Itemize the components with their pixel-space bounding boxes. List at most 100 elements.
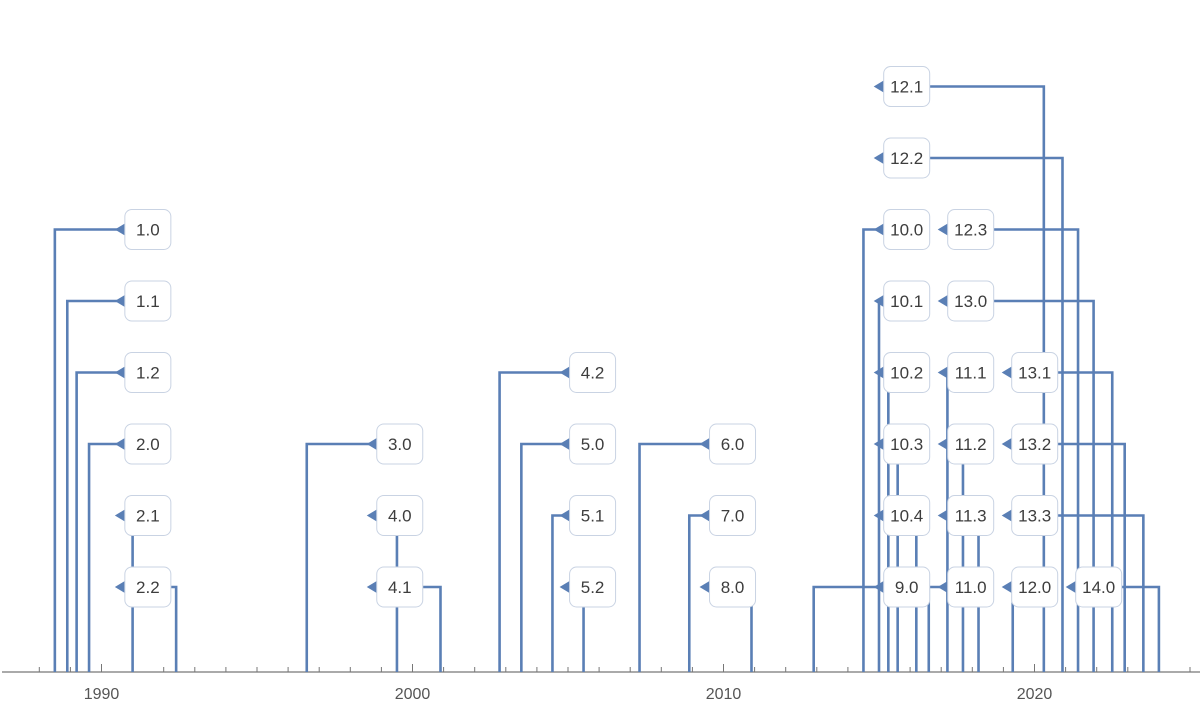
leader-arrow-marker — [559, 581, 570, 593]
event-label-text: 11.3 — [955, 507, 987, 526]
leader-line — [877, 85, 1046, 672]
event-label-text: 1.0 — [136, 221, 160, 240]
event-label-box — [883, 423, 931, 465]
x-tick-label: 1990 — [84, 686, 120, 703]
event-label-box — [569, 495, 617, 536]
leader-arrow-marker — [873, 509, 884, 522]
leader-line — [812, 585, 878, 672]
event-label-text: 3.0 — [388, 435, 412, 454]
event-label-box — [376, 495, 424, 536]
leader-line — [638, 442, 704, 672]
leader-arrow-marker — [937, 295, 948, 307]
leader-arrow-marker — [937, 509, 948, 522]
leader-line — [1005, 442, 1126, 672]
event-label-text: 10.4 — [890, 507, 923, 526]
event-label: 2.0 — [124, 423, 172, 465]
leader-arrow-marker — [873, 80, 884, 93]
leader-arrow-marker — [1001, 366, 1012, 379]
event-label: 13.0 — [947, 280, 995, 322]
event-label-text: 4.2 — [581, 364, 605, 383]
leader-arrow-marker — [114, 223, 125, 236]
event-label-box — [883, 566, 931, 608]
leader-line — [877, 156, 1064, 672]
leader-arrow-marker — [699, 438, 710, 450]
event-label-text: 10.0 — [890, 221, 923, 240]
event-label-box — [569, 423, 617, 465]
event-label: 10.3 — [883, 423, 931, 465]
event-label-box — [376, 423, 424, 465]
event-label: 4.1 — [376, 566, 424, 608]
event-label: 13.3 — [1011, 495, 1059, 536]
event-label: 2.2 — [124, 566, 172, 608]
x-tick-label: 2020 — [1017, 686, 1053, 703]
event-label: 1.2 — [124, 352, 172, 393]
leader-arrow-marker — [114, 295, 125, 307]
leader-arrow-marker — [873, 295, 884, 307]
event-label-box — [883, 209, 931, 250]
leader-arrow-marker — [366, 509, 377, 522]
event-label: 5.0 — [569, 423, 617, 465]
leader-line — [877, 299, 881, 672]
event-label-text: 4.1 — [388, 578, 412, 597]
event-label-box — [947, 566, 995, 608]
leader-arrow-marker — [366, 581, 377, 593]
event-label: 9.0 — [883, 566, 931, 608]
leader-arrow-marker — [114, 581, 125, 593]
leader-arrow-marker — [1001, 438, 1012, 450]
event-label-text: 13.3 — [1018, 507, 1051, 526]
event-label: 11.3 — [947, 495, 995, 536]
leader-arrow-marker — [937, 438, 948, 450]
event-label-box — [947, 352, 995, 393]
event-label-text: 13.0 — [954, 292, 987, 311]
leader-line — [87, 442, 119, 672]
leader-line — [551, 514, 564, 672]
event-label-box — [883, 352, 931, 393]
event-label-text: 5.0 — [581, 435, 605, 454]
leader-arrow-marker — [873, 223, 884, 236]
event-label-text: 12.2 — [890, 149, 923, 168]
leader-arrow-marker — [873, 152, 884, 164]
leader-arrow-marker — [559, 366, 570, 379]
event-label-box — [1011, 495, 1059, 536]
event-label: 13.1 — [1011, 352, 1059, 393]
event-label-text: 2.2 — [136, 578, 160, 597]
event-label-box — [947, 495, 995, 536]
event-label: 13.2 — [1011, 423, 1059, 465]
event-label: 6.0 — [709, 423, 757, 465]
leader-arrow-marker — [699, 509, 710, 522]
leader-line — [862, 228, 878, 672]
leader-arrow-marker — [366, 438, 377, 450]
leader-arrow-marker — [873, 366, 884, 379]
event-label: 10.1 — [883, 280, 931, 322]
event-label-text: 1.1 — [136, 292, 160, 311]
event-label-box — [376, 566, 424, 608]
event-label-text: 13.2 — [1018, 435, 1051, 454]
event-label-box — [883, 66, 931, 107]
event-label: 10.2 — [883, 352, 931, 393]
event-label-text: 7.0 — [721, 507, 745, 526]
event-label-box — [883, 280, 931, 322]
event-label-box — [1075, 566, 1123, 608]
event-label-box — [124, 352, 172, 393]
event-label-box — [1011, 566, 1059, 608]
leader-line — [498, 371, 564, 672]
event-label: 1.1 — [124, 280, 172, 322]
event-label: 10.4 — [883, 495, 931, 536]
event-label-box — [569, 566, 617, 608]
event-label-text: 12.1 — [890, 78, 923, 97]
event-label-box — [1011, 423, 1059, 465]
event-label: 12.2 — [883, 137, 931, 179]
event-label-text: 11.0 — [955, 578, 987, 597]
event-label-text: 6.0 — [721, 435, 745, 454]
leader-arrow-marker — [1001, 509, 1012, 522]
event-label: 3.0 — [376, 423, 424, 465]
leader-arrow-marker — [937, 223, 948, 236]
event-label-box — [569, 352, 617, 393]
event-label-box — [947, 280, 995, 322]
event-label-text: 11.2 — [955, 435, 987, 454]
leader-arrow-marker — [1001, 581, 1012, 593]
event-label-box — [124, 423, 172, 465]
event-label-text: 5.1 — [581, 507, 605, 526]
event-label-box — [1011, 352, 1059, 393]
